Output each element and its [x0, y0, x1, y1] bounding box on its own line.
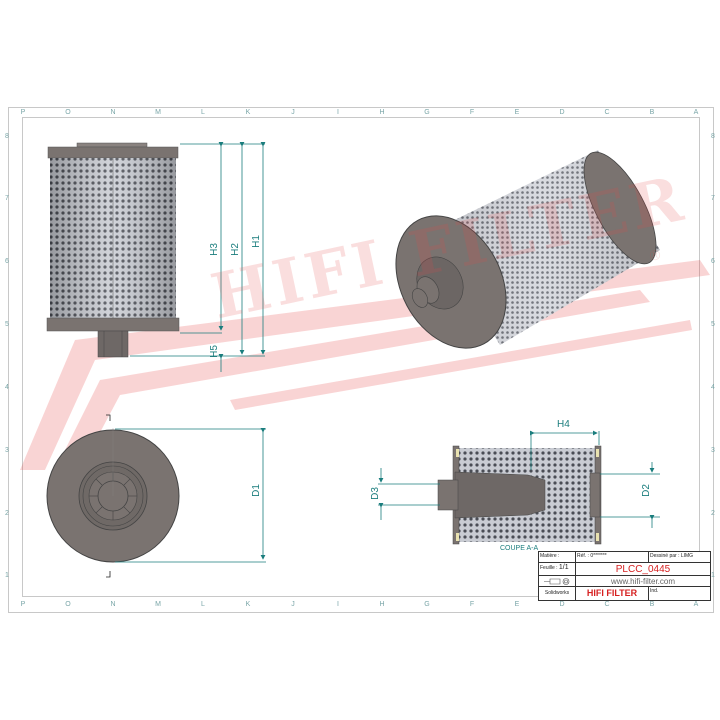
zone-label: L [201, 601, 205, 608]
zone-label: C [604, 109, 610, 116]
zone-label: B [649, 109, 655, 116]
drawing-sheet-border [8, 107, 714, 613]
software-label: Solidworks [539, 587, 576, 600]
zone-label: D [559, 601, 565, 608]
zone-label: E [514, 109, 520, 116]
end-view [46, 414, 180, 578]
zone-label: 3 [711, 447, 715, 454]
zone-label: 1 [5, 572, 9, 579]
zone-label: 1 [711, 572, 715, 579]
zone-label: C [604, 601, 610, 608]
sheet-label: Feuille : [540, 565, 558, 571]
zone-label: O [65, 109, 71, 116]
watermark-stripes [20, 260, 710, 470]
zone-label: 4 [5, 384, 9, 391]
drawing-frame [22, 117, 700, 597]
website-link[interactable]: www.hifi-filter.com [576, 576, 710, 587]
zone-label: 2 [711, 510, 715, 517]
zone-label: H [379, 601, 385, 608]
dimension-label-d2: D2 [640, 484, 652, 497]
zone-label: 5 [5, 321, 9, 328]
brand-label: HIFI FILTER [576, 587, 649, 600]
zone-label: 4 [711, 384, 715, 391]
zone-label: M [155, 109, 161, 116]
dimension-label-h4: H4 [557, 419, 570, 430]
zone-label: M [155, 601, 161, 608]
isometric-view [395, 150, 660, 349]
zone-label: F [469, 601, 475, 608]
zone-label: 8 [5, 133, 9, 140]
material-label: Matière : [539, 552, 576, 563]
front-view [46, 142, 180, 358]
sheet-value: 1/1 [558, 564, 569, 571]
zone-label: F [469, 109, 475, 116]
zone-label: L [201, 109, 205, 116]
watermark-registered-mark: ® [648, 248, 662, 264]
title-block: Matière : Réf. : 0******* Dessiné par : … [538, 551, 711, 601]
revision-label: Ind. [650, 588, 659, 594]
zone-label: H [379, 109, 385, 116]
zone-label: 6 [711, 258, 715, 265]
section-label: COUPE A-A [500, 545, 539, 552]
reference-label: Réf. : [577, 553, 589, 559]
dimension-label-h5: H5 [208, 345, 220, 358]
zone-label: A [693, 109, 699, 116]
reference-value: 0******* [590, 553, 607, 559]
zone-label: 7 [5, 195, 9, 202]
zone-label: E [514, 601, 520, 608]
dimension-label-h1: H1 [250, 235, 262, 248]
zone-label: K [245, 601, 251, 608]
zone-label: 2 [5, 510, 9, 517]
dimension-label-h3: H3 [208, 243, 220, 256]
projection-symbol [539, 576, 576, 587]
zone-label: J [291, 601, 295, 608]
zone-label: 5 [711, 321, 715, 328]
zone-label: G [424, 109, 430, 116]
projection-icon [544, 578, 570, 585]
zone-label: G [424, 601, 430, 608]
zone-label: 6 [5, 258, 9, 265]
zone-label: D [559, 109, 565, 116]
zone-label: B [649, 601, 655, 608]
zone-label: A [693, 601, 699, 608]
zone-label: 3 [5, 447, 9, 454]
zone-label: 7 [711, 195, 715, 202]
sheet-field: Feuille : 1/1 [539, 563, 576, 576]
reference-field: Réf. : 0******* [576, 552, 649, 563]
zone-label: I [337, 109, 339, 116]
zone-label: I [337, 601, 339, 608]
drawn-by: Dessiné par : LIMG [649, 552, 710, 563]
dimension-label-d1: D1 [250, 484, 262, 497]
zone-label: O [65, 601, 71, 608]
end-view-dimension [115, 428, 266, 563]
part-number: PLCC_0445 [576, 563, 710, 576]
zone-label: P [20, 109, 26, 116]
section-dimensions [378, 430, 660, 528]
zone-label: N [110, 109, 116, 116]
zone-label: J [291, 109, 295, 116]
zone-label: 8 [711, 133, 715, 140]
dimension-label-h2: H2 [229, 243, 241, 256]
section-view [437, 445, 602, 545]
zone-label: P [20, 601, 26, 608]
front-dimensions [130, 142, 266, 372]
dimension-label-d3: D3 [369, 487, 381, 500]
zone-label: N [110, 601, 116, 608]
zone-label: K [245, 109, 251, 116]
